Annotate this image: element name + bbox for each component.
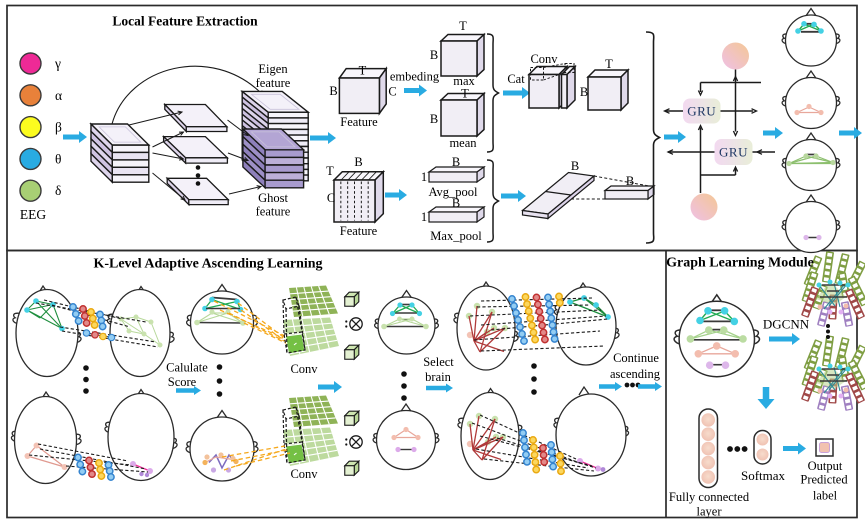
svg-text:label: label [813, 489, 838, 503]
svg-text:Conv: Conv [530, 52, 558, 66]
svg-text:Ghost: Ghost [258, 191, 288, 205]
svg-text:Conv: Conv [290, 362, 318, 376]
svg-text:C: C [327, 191, 335, 205]
svg-text:Softmax: Softmax [741, 468, 786, 483]
svg-text:mean: mean [449, 136, 477, 150]
svg-text:GRU: GRU [687, 104, 716, 119]
svg-text:embeding: embeding [390, 70, 440, 84]
svg-text:T: T [459, 19, 467, 33]
svg-text:feature: feature [256, 205, 291, 219]
svg-text:T: T [326, 164, 334, 178]
svg-text:T: T [461, 87, 469, 101]
svg-text:B: B [430, 48, 438, 62]
svg-text:K-Level Adaptive Ascending Lea: K-Level Adaptive Ascending Learning [93, 257, 322, 272]
svg-text:1: 1 [421, 170, 427, 184]
svg-text:T: T [359, 64, 367, 78]
svg-text:B: B [571, 159, 579, 173]
svg-text:Predicted: Predicted [800, 473, 848, 487]
svg-text:Local Feature Extraction: Local Feature Extraction [112, 14, 258, 29]
svg-text:δ: δ [55, 183, 61, 198]
svg-text:Feature: Feature [340, 224, 378, 238]
svg-text:brain: brain [425, 370, 451, 384]
svg-text:B: B [452, 196, 460, 210]
svg-text:B: B [580, 85, 588, 99]
svg-text:θ: θ [55, 151, 61, 166]
svg-text:Max_pool: Max_pool [430, 229, 482, 243]
svg-text:GRU: GRU [719, 145, 748, 160]
svg-text:B: B [452, 155, 460, 169]
svg-text:Eigen: Eigen [258, 62, 288, 76]
svg-text:T: T [605, 57, 613, 71]
svg-text:Select: Select [423, 355, 454, 369]
svg-text:EEG: EEG [20, 207, 46, 222]
svg-text:DGCNN: DGCNN [763, 317, 810, 332]
svg-text:α: α [55, 88, 62, 103]
svg-text:B: B [329, 84, 337, 98]
svg-text:ascending: ascending [610, 367, 661, 381]
svg-text:layer: layer [697, 505, 723, 519]
svg-text:Avg_pool: Avg_pool [428, 185, 478, 199]
svg-text:B: B [354, 155, 362, 169]
svg-text:Continue: Continue [613, 351, 659, 365]
svg-text:B: B [626, 174, 634, 188]
svg-text:Graph Learning Module: Graph Learning Module [666, 256, 814, 271]
svg-text:1: 1 [421, 210, 427, 224]
svg-text:Calulate: Calulate [166, 361, 208, 375]
svg-text:Score: Score [168, 375, 197, 389]
svg-text:Output: Output [808, 459, 843, 473]
svg-text:Conv: Conv [290, 467, 318, 481]
svg-text:β: β [55, 120, 62, 135]
svg-text:Cat: Cat [507, 72, 525, 86]
svg-text:B: B [430, 112, 438, 126]
svg-text:γ: γ [54, 56, 61, 71]
svg-text:max: max [453, 74, 475, 88]
svg-text:C: C [388, 85, 396, 99]
svg-text:feature: feature [256, 76, 291, 90]
svg-text:Feature: Feature [340, 115, 378, 129]
svg-text:Fully connected: Fully connected [669, 490, 750, 504]
